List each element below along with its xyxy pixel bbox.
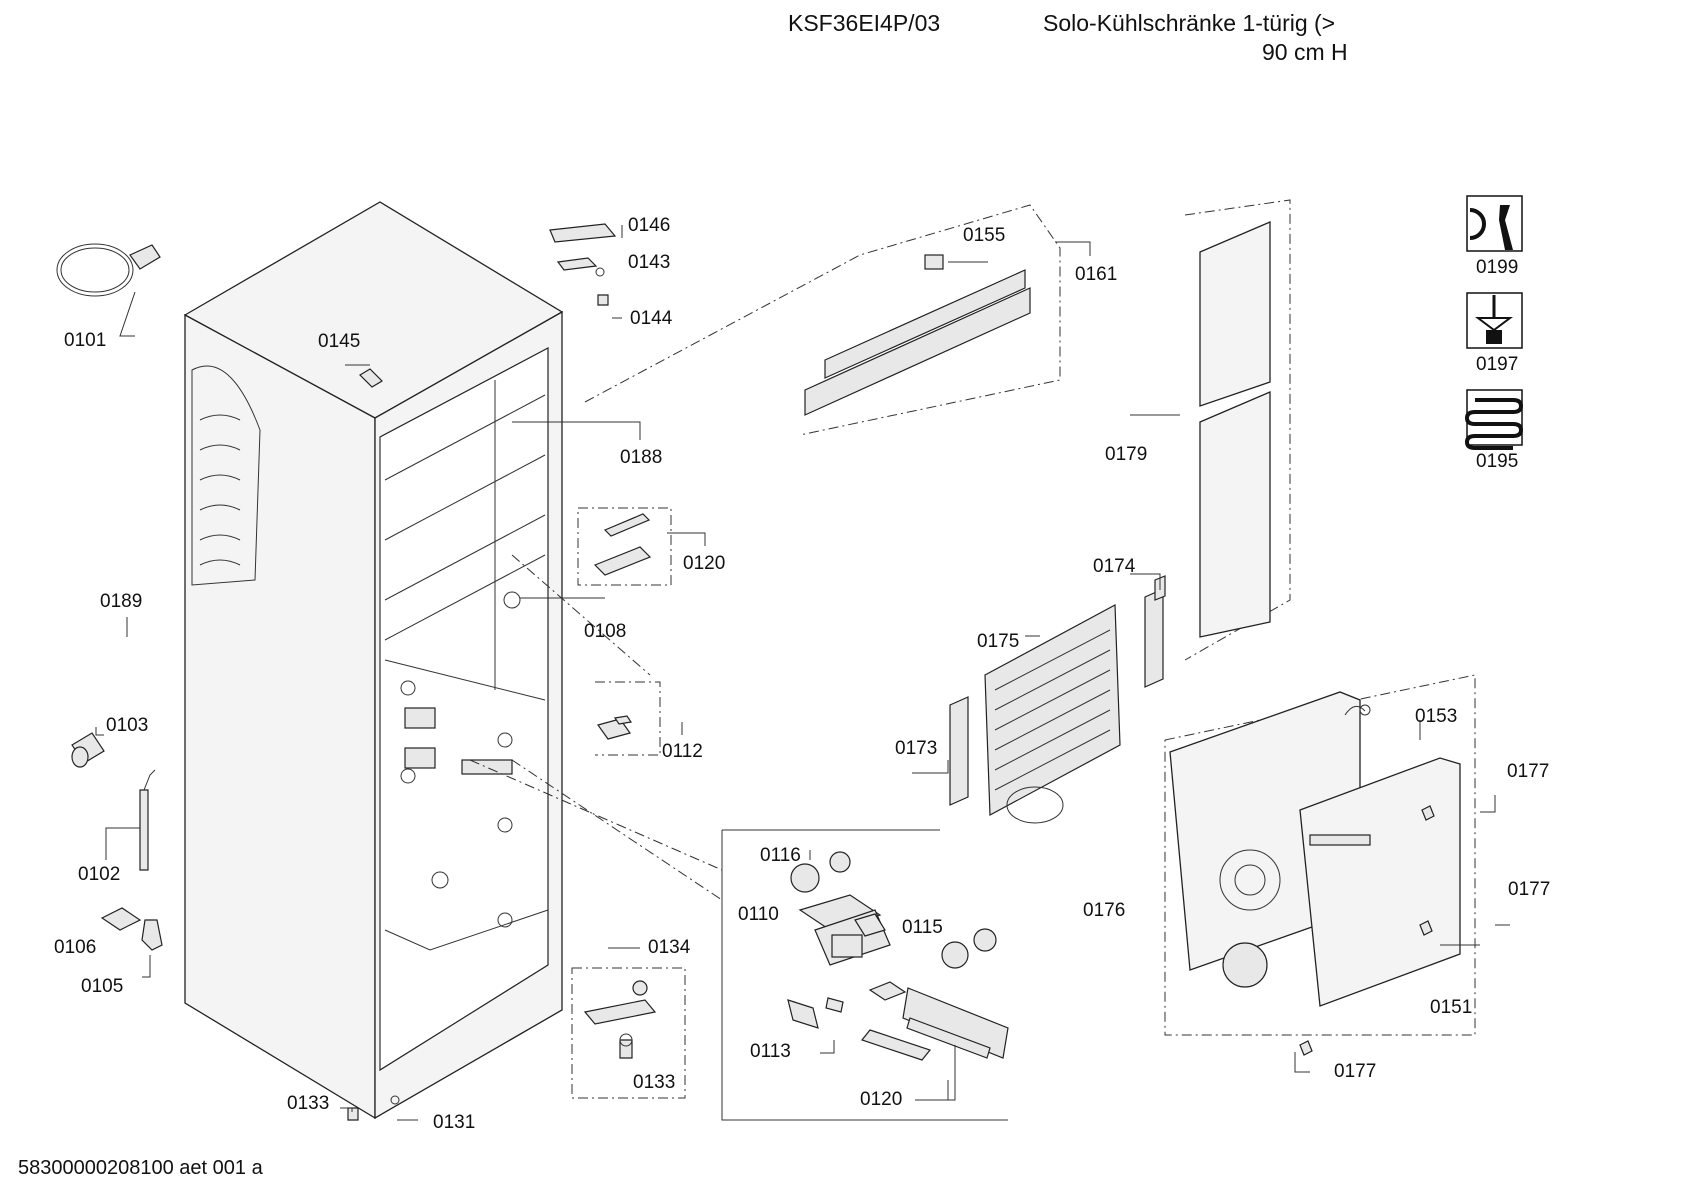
- fridge-cabinet: [183, 201, 564, 1120]
- part-label-0143: 0143: [628, 252, 671, 273]
- part-label-0153: 0153: [1415, 706, 1458, 727]
- shelf-kit-upper: [577, 507, 706, 586]
- control-panel-group: [469, 759, 1009, 1121]
- description-line-2: 90 cm H: [1262, 39, 1348, 65]
- part-label-0103: 0103: [106, 715, 149, 736]
- part-label-0175: 0175: [977, 631, 1020, 652]
- clip-part: [100, 907, 163, 978]
- part-label-0189: 0189: [100, 591, 143, 612]
- part-label-0110: 0110: [738, 904, 779, 925]
- part-label-0112: 0112: [662, 741, 703, 762]
- part-label-0113: 0113: [750, 1041, 791, 1062]
- part-label-0116: 0116: [760, 845, 801, 866]
- part-label-0115: 0115: [902, 917, 943, 938]
- part-label-0174: 0174: [1093, 556, 1136, 577]
- hinge-kit: [571, 947, 686, 1099]
- part-label-0146: 0146: [628, 215, 671, 236]
- part-label-0134: 0134: [648, 937, 691, 958]
- part-label-0161: 0161: [1075, 264, 1118, 285]
- screwdriver-icon: [1466, 292, 1523, 349]
- part-label-0120-lower: 0120: [860, 1089, 903, 1110]
- legend-label-0195: 0195: [1476, 451, 1519, 472]
- part-label-0144: 0144: [630, 308, 673, 329]
- door-assembly: [1130, 199, 1291, 661]
- part-label-0176: 0176: [1083, 900, 1126, 921]
- description-line-1: Solo-Kühlschränke 1-türig (>: [1043, 10, 1336, 36]
- part-label-0155: 0155: [963, 225, 1006, 246]
- part-label-0188: 0188: [620, 447, 663, 468]
- part-label-0177-c: 0177: [1334, 1061, 1377, 1082]
- wrench-nut-icon: [1466, 195, 1523, 252]
- part-label-0133-kit: 0133: [633, 1072, 676, 1093]
- power-cable: [56, 243, 161, 337]
- top-small-parts: [345, 223, 623, 388]
- heating-coil-icon: [1464, 389, 1524, 450]
- part-label-0131: 0131: [433, 1112, 476, 1133]
- part-label-0133-left: 0133: [287, 1093, 330, 1114]
- part-label-0105: 0105: [81, 976, 124, 997]
- part-label-0177-b: 0177: [1508, 879, 1551, 900]
- part-label-0120-upper: 0120: [683, 553, 726, 574]
- light-cover-kit: [595, 681, 683, 756]
- legend-label-0197: 0197: [1476, 354, 1519, 375]
- air-duct-assembly: [584, 204, 1091, 436]
- legend-label-0199: 0199: [1476, 257, 1519, 278]
- feet-parts: [340, 1095, 418, 1121]
- capacitor: [71, 727, 105, 768]
- model-number: KSF36EI4P/03: [788, 10, 941, 36]
- part-label-0145: 0145: [318, 331, 361, 352]
- fan-housing-assembly: [1164, 674, 1510, 1073]
- part-label-0101: 0101: [64, 330, 107, 351]
- part-label-0173: 0173: [895, 738, 938, 759]
- part-label-0179: 0179: [1105, 444, 1148, 465]
- document-code: 58300000208100 aet 001 a: [18, 1157, 263, 1179]
- part-label-0108: 0108: [584, 621, 627, 642]
- evaporator-assembly: [912, 573, 1166, 824]
- thermostat-sensor: [105, 769, 156, 871]
- part-label-0151: 0151: [1430, 997, 1473, 1018]
- part-label-0102: 0102: [78, 864, 121, 885]
- part-label-0106: 0106: [54, 937, 97, 958]
- part-label-0177-a: 0177: [1507, 761, 1550, 782]
